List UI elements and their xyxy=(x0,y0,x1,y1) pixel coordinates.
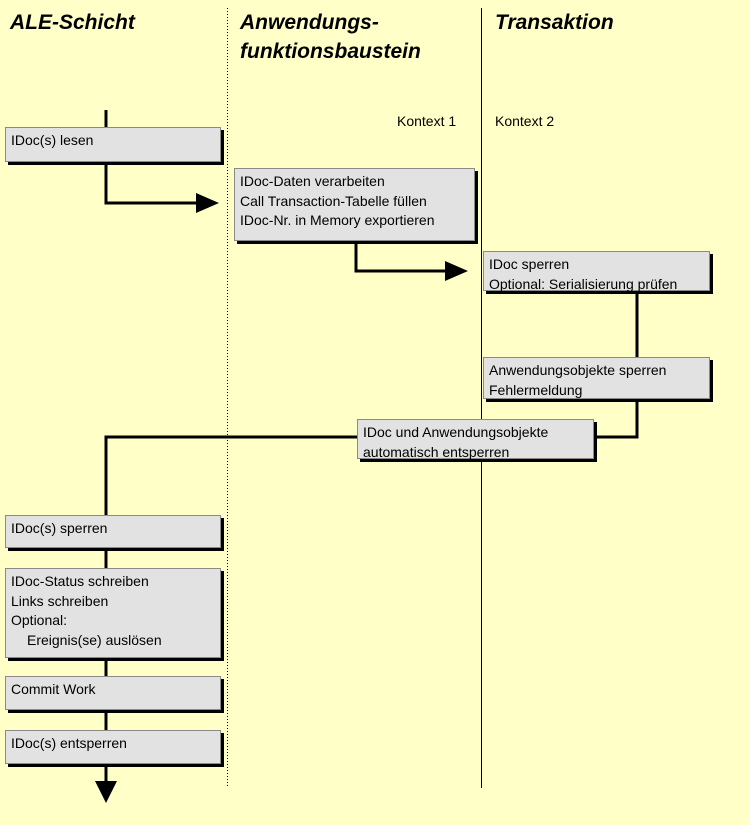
column-title-line-2: funktionsbaustein xyxy=(240,40,421,63)
box-lock-idocs: IDoc(s) sperren xyxy=(5,515,221,548)
box-line: IDoc(s) entsperren xyxy=(11,735,127,751)
box-line: Call Transaction-Tabelle füllen xyxy=(240,192,427,209)
box-line: Optional: xyxy=(11,612,68,628)
arrowhead-down xyxy=(95,781,117,803)
box-line: IDoc(s) sperren xyxy=(11,520,108,536)
column-title-function-module: Anwendungs- funktionsbaustein xyxy=(240,8,421,66)
box-auto-unlock: IDoc und Anwendungsobjekte automatisch e… xyxy=(357,419,594,460)
connector-objects-to-unlock xyxy=(595,402,639,439)
context-1-label: Kontext 1 xyxy=(397,113,457,129)
connector-read-to-process xyxy=(104,163,198,205)
box-process-idoc-data: IDoc-Daten verarbeiten Call Transaction-… xyxy=(234,168,475,241)
box-write-status: IDoc-Status schreiben Links schreiben Op… xyxy=(5,568,221,658)
box-line: IDoc sperren xyxy=(489,256,570,272)
box-line: IDoc und Anwendungsobjekte xyxy=(363,424,549,440)
box-unlock-idocs: IDoc(s) entsperren xyxy=(5,730,221,764)
box-line: IDoc-Daten verarbeiten xyxy=(240,173,385,189)
box-line: IDoc(s) lesen xyxy=(11,132,94,148)
box-line: IDoc-Status schreiben xyxy=(11,573,149,589)
column-title-transaction: Transaktion xyxy=(495,11,614,34)
box-line: automatisch entsperren xyxy=(363,443,510,460)
box-line: Anwendungsobjekte sperren xyxy=(489,362,667,378)
box-line: Commit Work xyxy=(11,681,96,697)
box-lock-application-objects: Anwendungsobjekte sperren Fehlermeldung xyxy=(483,357,710,399)
context-2-label: Kontext 2 xyxy=(495,113,555,129)
column-title-ale: ALE-Schicht xyxy=(10,11,135,34)
connector-process-to-lock xyxy=(354,242,447,273)
box-line: Ereignis(se) auslösen xyxy=(27,631,162,648)
box-line: Fehlermeldung xyxy=(489,381,583,398)
arrowhead-right-2 xyxy=(445,261,468,281)
box-line: Links schreiben xyxy=(11,592,109,609)
box-read-idocs: IDoc(s) lesen xyxy=(5,127,221,162)
box-lock-idoc: IDoc sperren Optional: Serialisierung pr… xyxy=(483,251,710,292)
column-title-line-1: Anwendungs- xyxy=(240,11,379,34)
box-line: IDoc-Nr. in Memory exportieren xyxy=(240,212,435,228)
box-commit-work: Commit Work xyxy=(5,676,221,710)
connector-unlock-to-ale xyxy=(104,435,361,515)
arrowhead-right-1 xyxy=(196,193,219,213)
box-line: Optional: Serialisierung prüfen xyxy=(489,275,678,292)
